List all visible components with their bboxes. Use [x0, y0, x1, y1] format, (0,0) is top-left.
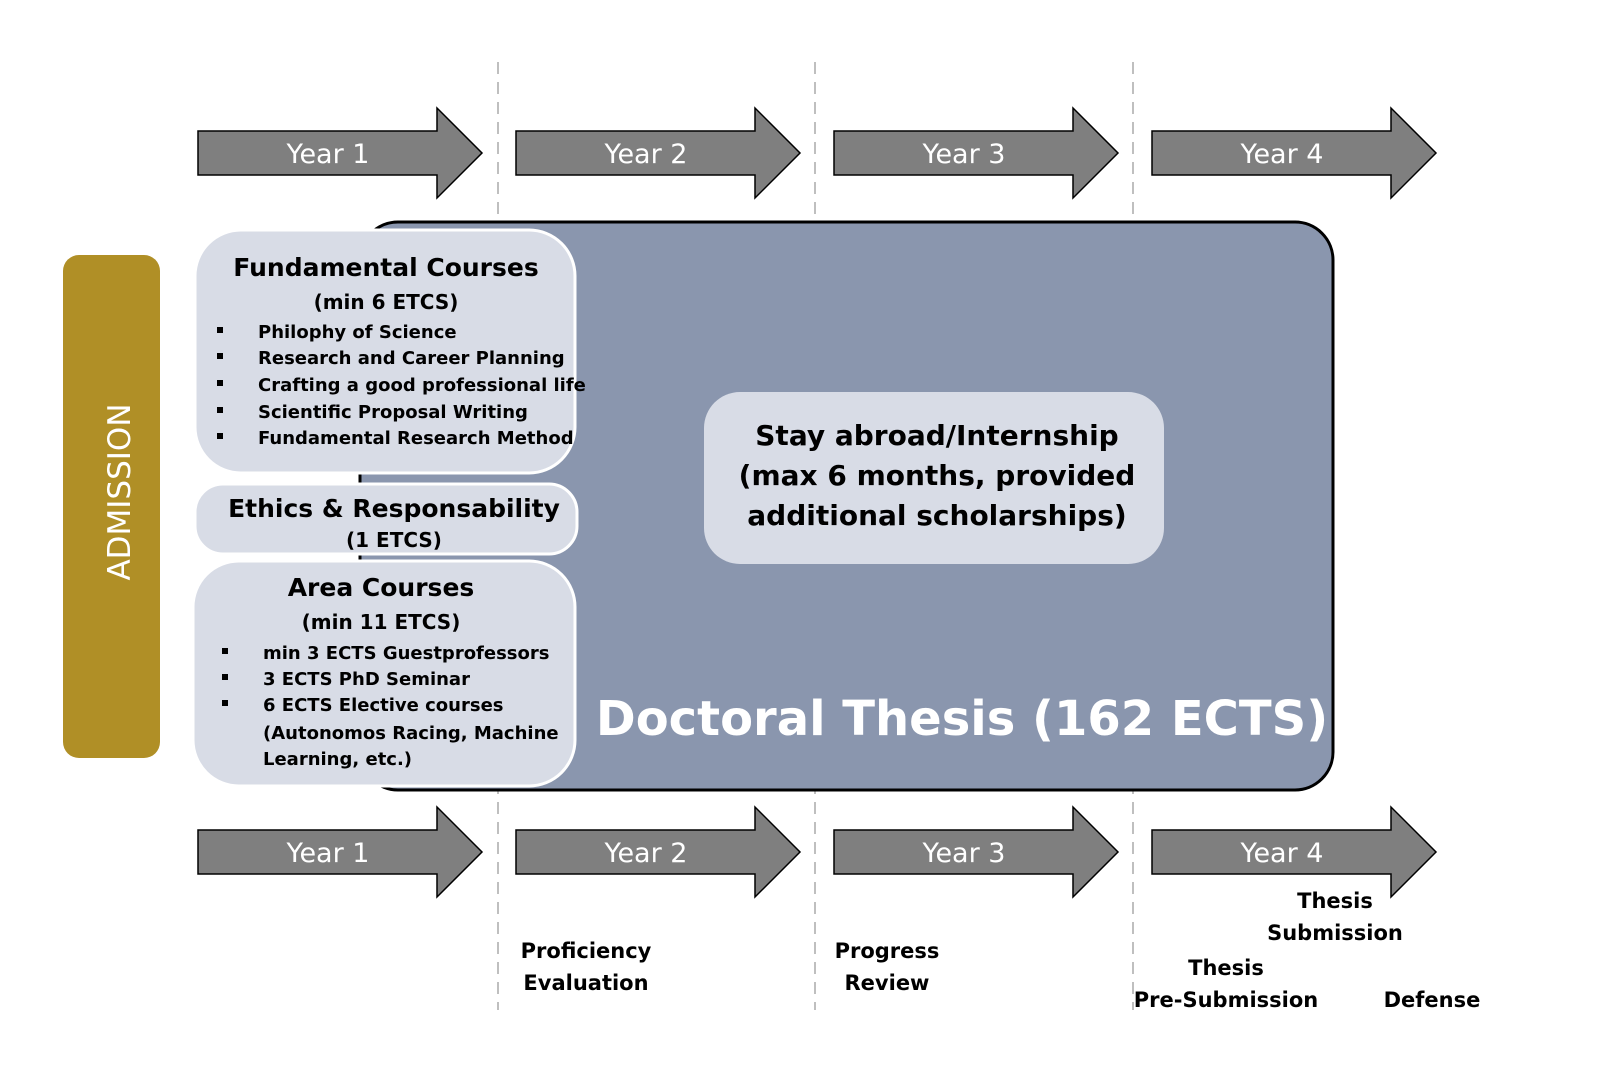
bullet — [222, 674, 228, 680]
top-arrow-year-3: Year 3 — [833, 106, 1120, 200]
fundamental-courses-subtitle: (min 6 ETCS) — [314, 290, 459, 314]
area-courses-list: min 3 ECTS Guestprofessors 3 ECTS PhD Se… — [222, 643, 559, 770]
bottom-arrow-year-3: Year 3 — [833, 805, 1120, 899]
top-year-1-label: Year 1 — [286, 139, 370, 170]
stay-abroad-line-2: (max 6 months, provided — [739, 459, 1136, 492]
ethics-title: Ethics & Responsability — [228, 494, 560, 523]
ethics-box: Ethics & Responsability (1 ETCS) — [193, 482, 579, 556]
bottom-timeline: Year 1 Year 2 Year 3 Year 4 — [197, 805, 1438, 899]
fundamental-item-3: Crafting a good professional life — [258, 375, 586, 396]
fundamental-item-5: Fundamental Research Method — [258, 428, 574, 449]
arrow-shape — [515, 805, 802, 899]
fundamental-item-2: Research and Career Planning — [258, 348, 565, 369]
area-item-3: 6 ECTS Elective courses — [263, 695, 504, 716]
bullet — [217, 380, 223, 386]
top-year-2-label: Year 2 — [604, 139, 688, 170]
top-arrow-year-2: Year 2 — [515, 106, 802, 200]
milestone-submission-line-2: Submission — [1267, 921, 1403, 945]
area-courses-bg — [191, 559, 577, 788]
fundamental-courses-title: Fundamental Courses — [233, 253, 538, 282]
milestone-submission-line-1: Thesis — [1297, 889, 1373, 913]
area-item-1: min 3 ECTS Guestprofessors — [263, 643, 549, 664]
area-item-3-cont-1: (Autonomos Racing, Machine — [263, 723, 559, 744]
top-timeline: Year 1 Year 2 Year 3 Year 4 — [197, 106, 1438, 200]
bottom-year-1-label: Year 1 — [286, 838, 370, 869]
bullet — [217, 353, 223, 359]
bullet — [217, 327, 223, 333]
area-courses-box: Area Courses (min 11 ETCS) min 3 ECTS Gu… — [191, 559, 577, 788]
bottom-arrow-year-2: Year 2 — [515, 805, 802, 899]
area-item-2: 3 ECTS PhD Seminar — [263, 669, 470, 690]
bullet — [217, 407, 223, 413]
bullet — [217, 433, 223, 439]
area-courses-title: Area Courses — [288, 573, 475, 602]
bullet — [222, 700, 228, 706]
ethics-bg — [193, 482, 579, 556]
doctoral-thesis-label: Doctoral Thesis (162 ECTS) — [596, 691, 1328, 747]
fundamental-item-4: Scientific Proposal Writing — [258, 402, 528, 423]
arrow-shape — [197, 106, 484, 200]
arrow-shape — [1151, 106, 1438, 200]
fundamental-courses-box: Fundamental Courses (min 6 ETCS) Philoph… — [193, 228, 586, 475]
bottom-arrow-year-4: Year 4 — [1151, 805, 1438, 899]
milestone-proficiency-line-2: Evaluation — [523, 971, 648, 995]
milestone-progress-line-2: Review — [845, 971, 930, 995]
bottom-arrow-year-1: Year 1 — [197, 805, 484, 899]
bullet — [222, 648, 228, 654]
arrow-shape — [833, 805, 1120, 899]
arrow-shape — [515, 106, 802, 200]
top-year-4-label: Year 4 — [1240, 139, 1324, 170]
milestone-defense: Defense — [1384, 988, 1481, 1012]
admission-label: ADMISSION — [102, 403, 138, 580]
milestone-progress-line-1: Progress — [835, 939, 940, 963]
arrow-shape — [1151, 805, 1438, 899]
top-arrow-year-4: Year 4 — [1151, 106, 1438, 200]
year-separators — [497, 62, 1134, 1010]
admission-bar — [63, 255, 160, 758]
top-year-3-label: Year 3 — [922, 139, 1006, 170]
area-item-3-cont-2: Learning, etc.) — [263, 749, 412, 770]
milestone-presubmission-line-2: Pre-Submission — [1134, 988, 1318, 1012]
bottom-year-3-label: Year 3 — [922, 838, 1006, 869]
fundamental-item-1: Philophy of Science — [258, 322, 457, 343]
ethics-subtitle: (1 ETCS) — [346, 528, 442, 552]
bottom-year-4-label: Year 4 — [1240, 838, 1324, 869]
arrow-shape — [197, 805, 484, 899]
stay-abroad-line-1: Stay abroad/Internship — [755, 419, 1118, 452]
stay-abroad-box: Stay abroad/Internship (max 6 months, pr… — [704, 392, 1164, 564]
stay-abroad-line-3: additional scholarships) — [747, 499, 1126, 532]
stay-abroad-bg — [704, 392, 1164, 564]
area-courses-subtitle: (min 11 ETCS) — [302, 610, 461, 634]
top-arrow-year-1: Year 1 — [197, 106, 484, 200]
arrow-shape — [833, 106, 1120, 200]
milestones: Proficiency Evaluation Progress Review T… — [521, 889, 1481, 1012]
milestone-proficiency-line-1: Proficiency — [521, 939, 652, 963]
milestone-presubmission-line-1: Thesis — [1188, 956, 1264, 980]
fundamental-courses-bg — [193, 228, 577, 475]
fundamental-courses-list: Philophy of Science Research and Career … — [217, 322, 586, 449]
bottom-year-2-label: Year 2 — [604, 838, 688, 869]
